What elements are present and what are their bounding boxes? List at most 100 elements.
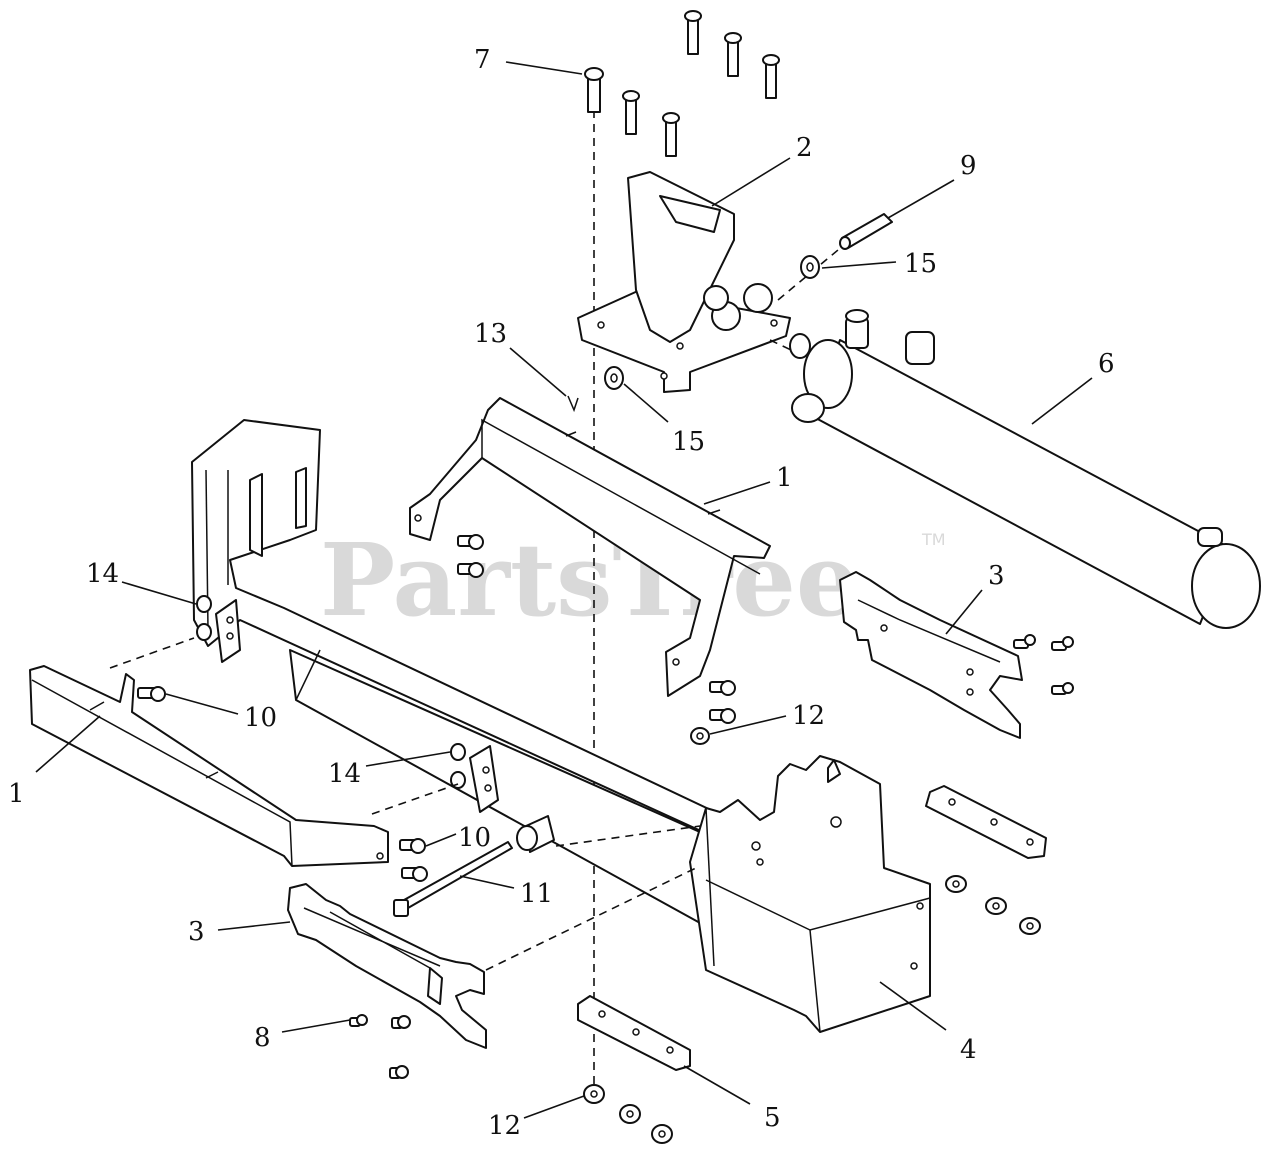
leader-7 xyxy=(505,61,583,75)
beam-cover-part-1-lower xyxy=(29,665,389,867)
nut-right-2 xyxy=(985,897,1007,915)
watermark-tm: TM xyxy=(921,530,946,549)
callout-15-lower: 15 xyxy=(672,427,705,457)
callout-15-upper: 15 xyxy=(904,249,937,279)
callout-14-lower: 14 xyxy=(328,759,361,789)
leader-15b xyxy=(623,383,669,423)
cover-axis-line-upper xyxy=(109,637,195,669)
nuts-group-right xyxy=(945,875,1041,935)
leader-10a xyxy=(165,693,239,715)
bolts-group-lower-left xyxy=(349,1014,411,1079)
bracket-axis-line xyxy=(485,865,701,971)
bolt-right-1 xyxy=(1013,634,1036,649)
leader-14b xyxy=(365,751,451,767)
callout-11: 11 xyxy=(520,879,553,909)
leader-14a xyxy=(121,581,197,605)
callout-8: 8 xyxy=(254,1023,271,1053)
callout-1-lower: 1 xyxy=(8,779,25,809)
bolt-right-2 xyxy=(1051,636,1074,651)
nut-part-12-lower xyxy=(583,1084,605,1104)
wedge-bracket-part-2 xyxy=(577,171,791,393)
bolt-7 xyxy=(584,67,604,113)
leader-lines xyxy=(35,61,1093,1119)
leader-12a xyxy=(709,715,787,735)
bolts-group-right xyxy=(1013,634,1074,695)
leader-1b xyxy=(35,715,101,773)
callout-12-lower: 12 xyxy=(488,1111,521,1141)
nut-part-12-upper xyxy=(690,727,710,745)
leader-4 xyxy=(879,981,947,1031)
cradle-bracket-part-3-lower xyxy=(287,883,487,1049)
washer-part-15-upper xyxy=(800,255,820,279)
bolt-top-4 xyxy=(684,10,702,55)
bolt-mid-3 xyxy=(709,680,736,696)
leader-15a xyxy=(821,261,897,269)
leader-6 xyxy=(1031,377,1093,425)
callout-13: 13 xyxy=(474,319,507,349)
callout-6: 6 xyxy=(1098,349,1115,379)
nut-bottom-3 xyxy=(651,1124,673,1144)
bolt-part-8 xyxy=(349,1014,368,1027)
bolt-mid-4 xyxy=(709,708,736,724)
pin-part-9 xyxy=(839,213,893,250)
washers-part-14-upper xyxy=(196,595,212,641)
bolt-part-10-lower xyxy=(399,838,428,882)
bolt-top-3 xyxy=(662,112,680,157)
callout-5: 5 xyxy=(764,1103,781,1133)
bolt-part-10-upper xyxy=(137,686,166,702)
callout-12-upper: 12 xyxy=(792,701,825,731)
leader-3a xyxy=(945,589,983,635)
spacer-tube xyxy=(516,815,555,853)
cradle-part-4 xyxy=(689,755,931,1033)
long-bolt-part-11 xyxy=(393,841,513,917)
bottom-plate-part-5 xyxy=(577,995,691,1071)
washers-part-14-lower xyxy=(450,743,499,813)
leader-13 xyxy=(509,347,567,397)
bolt-lower-left-3 xyxy=(389,1065,409,1079)
cotter-pin-part-13 xyxy=(567,395,579,413)
callout-3-lower: 3 xyxy=(188,917,205,947)
callout-9: 9 xyxy=(960,151,977,181)
beam-cover-part-1-upper xyxy=(409,397,771,697)
watermark-text: PartsTree xyxy=(320,521,860,639)
bolt-lower-left-2 xyxy=(391,1015,411,1029)
support-plate-right xyxy=(925,785,1047,859)
nut-bottom-2 xyxy=(619,1104,641,1124)
washer-part-15-lower xyxy=(604,366,624,390)
callout-3-upper: 3 xyxy=(988,561,1005,591)
leader-9 xyxy=(887,179,955,219)
bolt-top-6 xyxy=(762,54,780,99)
callout-2: 2 xyxy=(796,133,813,163)
leader-2 xyxy=(711,157,791,207)
bolts-group-mid xyxy=(457,534,736,724)
cover-axis-line-lower xyxy=(371,783,459,815)
callout-14-upper: 14 xyxy=(86,559,119,589)
bolt-top-5 xyxy=(724,32,742,77)
leader-10b xyxy=(425,833,457,847)
bolt-right-3 xyxy=(1051,682,1074,695)
callout-10-upper: 10 xyxy=(244,703,277,733)
nut-right-1 xyxy=(945,875,967,893)
leader-11 xyxy=(459,875,515,889)
nut-right-3 xyxy=(1019,917,1041,935)
callout-labels: 7 2 9 15 13 15 6 1 3 14 10 12 1 14 10 11… xyxy=(8,45,1115,1141)
leader-8 xyxy=(281,1019,351,1033)
bolts-group-top xyxy=(584,10,780,157)
leader-12b xyxy=(523,1095,585,1119)
callout-4: 4 xyxy=(960,1035,977,1065)
watermark: PartsTree TM xyxy=(320,521,946,639)
leader-1a xyxy=(703,481,771,505)
callout-10-lower: 10 xyxy=(458,823,491,853)
bolt-mid-2 xyxy=(457,562,484,578)
nuts-group-bottom xyxy=(583,1084,673,1144)
leader-5 xyxy=(683,1065,751,1105)
bolt-top-2 xyxy=(622,90,640,135)
callout-7: 7 xyxy=(474,45,491,75)
tube-axis-line xyxy=(555,825,701,847)
hydraulic-cylinder-part-6 xyxy=(789,309,1261,629)
cradle-bracket-part-3-upper xyxy=(839,571,1023,739)
callout-1-upper: 1 xyxy=(776,463,793,493)
bolt-mid-1 xyxy=(457,534,484,550)
leader-3b xyxy=(217,921,291,931)
